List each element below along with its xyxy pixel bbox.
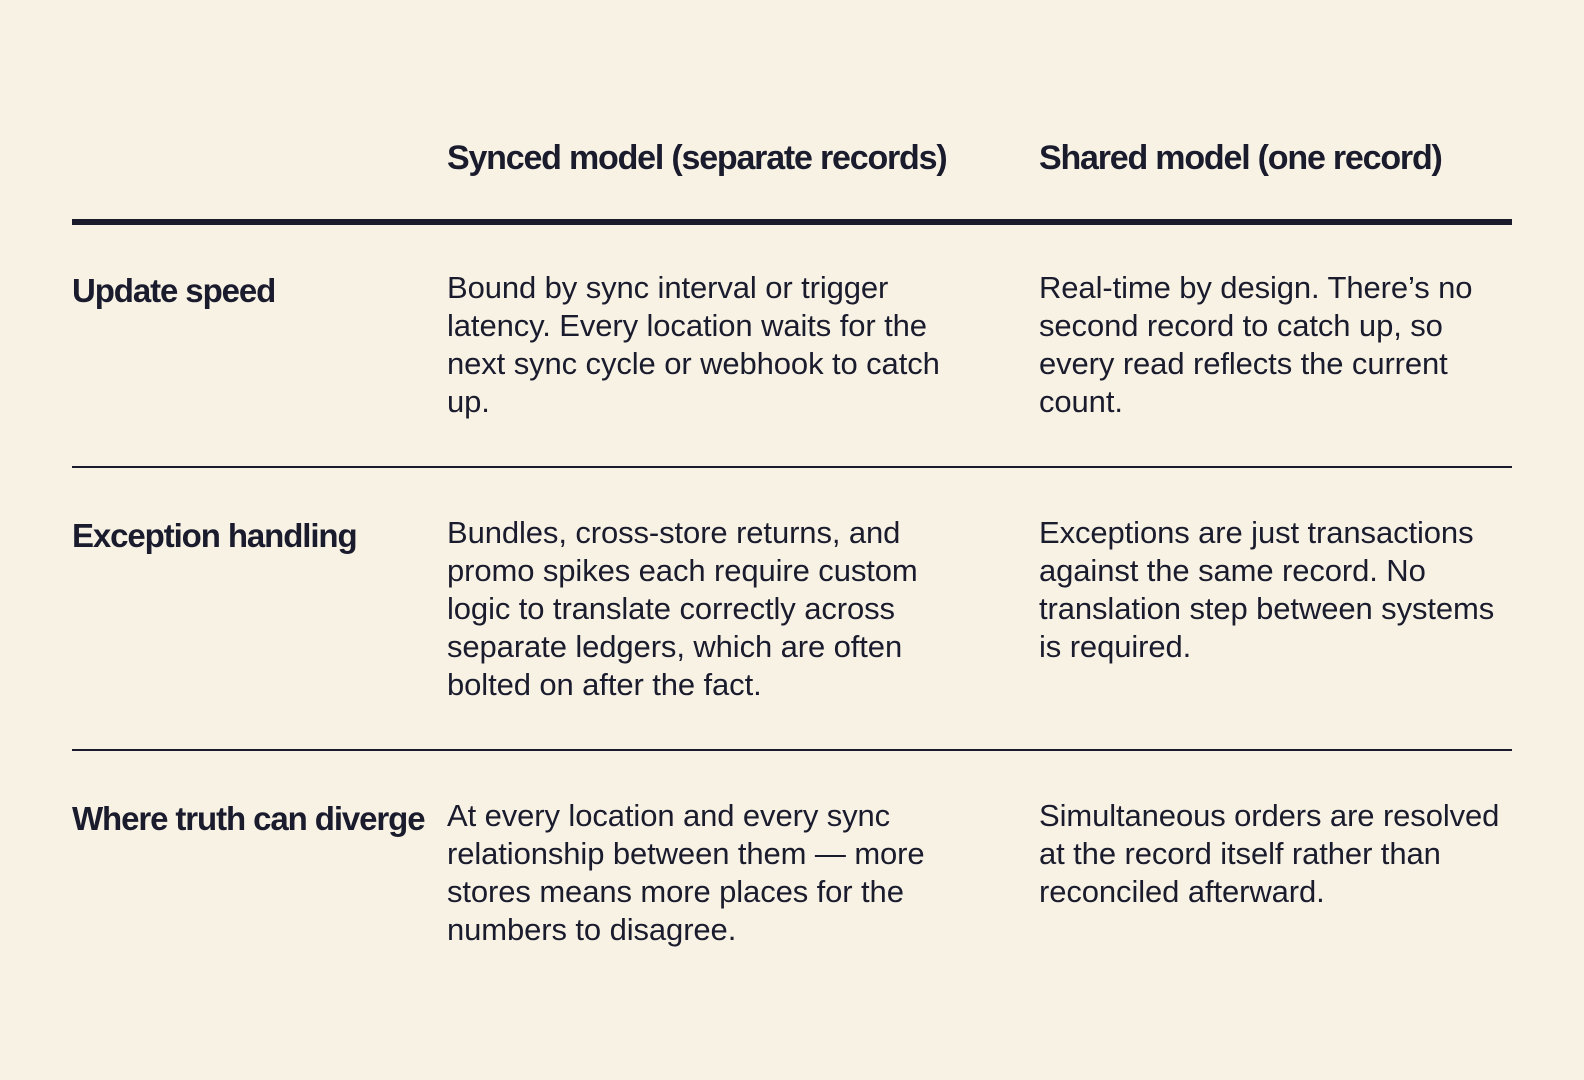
table-row-exception-handling: Exception handling Bundles, cross-store … <box>72 468 1512 751</box>
shared-cell: Real-time by design. There’s no second r… <box>1039 270 1473 419</box>
table-row-where-truth-can-diverge: Where truth can diverge At every locatio… <box>72 751 1512 991</box>
header-label-column <box>72 0 447 219</box>
table-header: Synced model (separate records) Shared m… <box>72 0 1512 225</box>
shared-cell: Exceptions are just transactions against… <box>1039 515 1495 664</box>
header-synced-model: Synced model (separate records) <box>447 139 948 177</box>
synced-cell: Bound by sync interval or trigger latenc… <box>447 270 940 419</box>
shared-cell: Simultaneous orders are resolved at the … <box>1039 798 1500 909</box>
header-shared-model: Shared model (one record) <box>1039 139 1443 177</box>
row-label: Exception handling <box>72 517 358 554</box>
synced-cell: Bundles, cross-store returns, and promo … <box>447 515 918 702</box>
synced-cell: At every location and every sync relatio… <box>447 798 925 947</box>
comparison-table: Synced model (separate records) Shared m… <box>72 0 1512 991</box>
row-label: Update speed <box>72 272 276 309</box>
row-label: Where truth can diverge <box>72 800 426 837</box>
table-row-update-speed: Update speed Bound by sync interval or t… <box>72 225 1512 468</box>
